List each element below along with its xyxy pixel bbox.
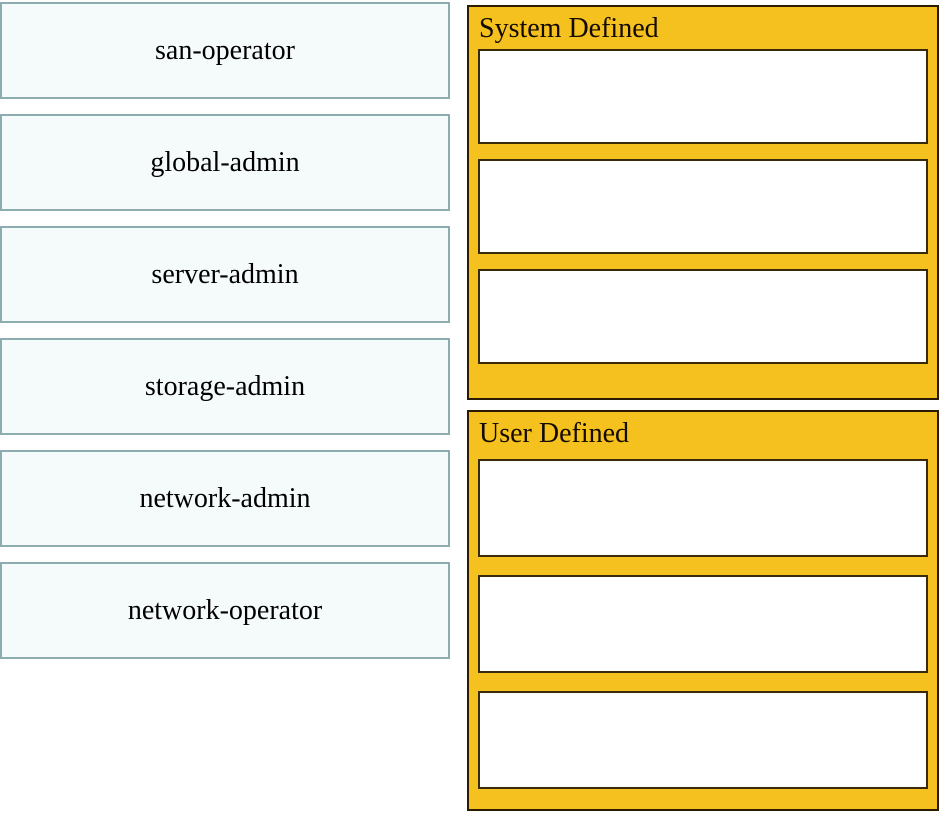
drag-item-network-operator[interactable]: network-operator	[0, 562, 450, 659]
drag-item-server-admin[interactable]: server-admin	[0, 226, 450, 323]
drop-slot-user-3[interactable]	[478, 691, 928, 789]
drop-slot-system-3[interactable]	[478, 269, 928, 364]
drag-item-san-operator[interactable]: san-operator	[0, 2, 450, 99]
drag-item-network-admin[interactable]: network-admin	[0, 450, 450, 547]
drag-item-storage-admin[interactable]: storage-admin	[0, 338, 450, 435]
drop-panel-user-defined: User Defined	[467, 410, 939, 811]
drag-item-global-admin[interactable]: global-admin	[0, 114, 450, 211]
drop-slot-user-1[interactable]	[478, 459, 928, 557]
drop-panel-system-defined: System Defined	[467, 5, 939, 400]
drop-slot-system-2[interactable]	[478, 159, 928, 254]
drop-slot-user-2[interactable]	[478, 575, 928, 673]
drop-slot-system-1[interactable]	[478, 49, 928, 144]
panel-title-user-defined: User Defined	[479, 418, 630, 449]
panel-title-system-defined: System Defined	[479, 13, 659, 44]
drag-item-list: san-operator global-admin server-admin s…	[0, 2, 450, 674]
